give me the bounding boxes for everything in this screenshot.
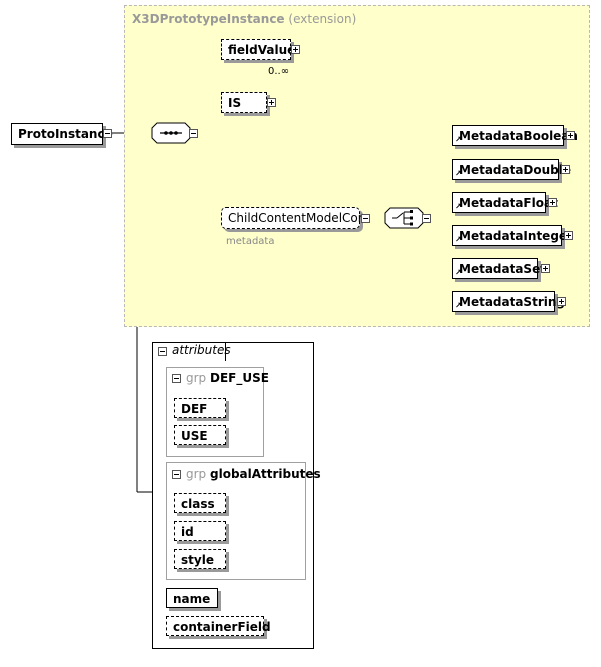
multiplicity-label: 0..∞ (268, 66, 290, 77)
collapse-icon[interactable] (103, 129, 112, 138)
attribute-name[interactable]: name (166, 588, 218, 608)
group-annotation: metadata (226, 236, 275, 247)
attribute-group-label: grp globalAttributes (186, 467, 321, 481)
reference-arrow-icon: ↗ (455, 268, 462, 277)
attribute-containerfield[interactable]: containerField (166, 616, 271, 636)
choice-child-label: MetadataString (459, 295, 565, 309)
attribute-class[interactable]: class (174, 493, 226, 513)
attribute-label: USE (181, 429, 208, 443)
sequence-child-childcontentmodelcore[interactable]: ChildContentModelCore (221, 207, 370, 229)
attribute-id[interactable]: id (174, 521, 226, 541)
collapse-icon[interactable] (172, 374, 181, 383)
sequence-child-label: fieldValue (228, 43, 296, 57)
choice-child-label: MetadataBoolean (459, 129, 578, 143)
group-name: DEF_USE (210, 371, 269, 385)
attribute-style[interactable]: style (174, 549, 226, 569)
reference-arrow-icon: ↗ (455, 202, 462, 211)
choice-child-metadatafloat[interactable]: ↗ MetadataFloat (452, 192, 558, 213)
attribute-label: containerField (173, 620, 271, 634)
attribute-label: name (173, 592, 211, 606)
choice-child-metadatadouble[interactable]: ↗ MetadataDouble (452, 159, 571, 180)
choice-child-label: MetadataFloat (459, 196, 558, 210)
root-element[interactable]: ProtoInstance (11, 123, 113, 145)
group-prefix: grp (186, 467, 207, 481)
expand-icon[interactable] (541, 264, 550, 273)
group-prefix: grp (186, 371, 207, 385)
extension-label: X3DPrototypeInstance (extension) (132, 12, 356, 26)
root-element-label: ProtoInstance (18, 127, 113, 141)
collapse-icon[interactable] (422, 214, 431, 223)
choice-child-metadataset[interactable]: ↗ MetadataSet (452, 258, 546, 279)
expand-icon[interactable] (291, 45, 300, 54)
reference-arrow-icon: ↗ (455, 235, 462, 244)
attributes-tab (152, 342, 226, 361)
choice-child-metadatainteger[interactable]: ↗ MetadataInteger (452, 225, 573, 246)
attribute-def[interactable]: DEF (174, 398, 226, 418)
sequence-child-is[interactable]: IS (221, 92, 267, 113)
choice-child-label: MetadataInteger (459, 229, 573, 243)
expand-icon[interactable] (267, 98, 276, 107)
reference-arrow-icon: ↗ (455, 301, 462, 310)
reference-arrow-icon: ↗ (455, 135, 462, 144)
group-name: globalAttributes (210, 467, 321, 481)
expand-icon[interactable] (564, 231, 573, 240)
extension-suffix: (extension) (288, 12, 357, 26)
sequence-child-fieldvalue[interactable]: fieldValue (221, 39, 295, 60)
collapse-icon[interactable] (158, 347, 167, 356)
sequence-child-label: IS (228, 96, 242, 110)
attribute-group-label: grp DEF_USE (186, 371, 269, 385)
expand-icon[interactable] (557, 297, 566, 306)
expand-icon[interactable] (548, 198, 557, 207)
attribute-label: id (181, 525, 194, 539)
collapse-icon[interactable] (172, 470, 181, 479)
collapse-icon[interactable] (361, 214, 370, 223)
choice-compositor-icon (384, 207, 424, 229)
reference-arrow-icon: ↗ (455, 169, 462, 178)
attribute-label: class (181, 497, 215, 511)
choice-child-metadatastring[interactable]: ↗ MetadataString (452, 291, 565, 312)
extension-type-name: X3DPrototypeInstance (132, 12, 285, 26)
expand-icon[interactable] (561, 165, 570, 174)
attributes-title: attributes (172, 343, 231, 357)
choice-child-label: MetadataSet (459, 262, 546, 276)
collapse-icon[interactable] (189, 129, 198, 138)
attribute-use[interactable]: USE (174, 425, 226, 445)
choice-child-label: MetadataDouble (459, 163, 572, 177)
attribute-label: DEF (181, 402, 208, 416)
expand-icon[interactable] (566, 131, 575, 140)
choice-child-metadataboolean[interactable]: ↗ MetadataBoolean (452, 125, 578, 146)
sequence-child-label: ChildContentModelCore (228, 211, 370, 225)
sequence-compositor-icon (151, 122, 191, 144)
attribute-label: style (181, 553, 214, 567)
